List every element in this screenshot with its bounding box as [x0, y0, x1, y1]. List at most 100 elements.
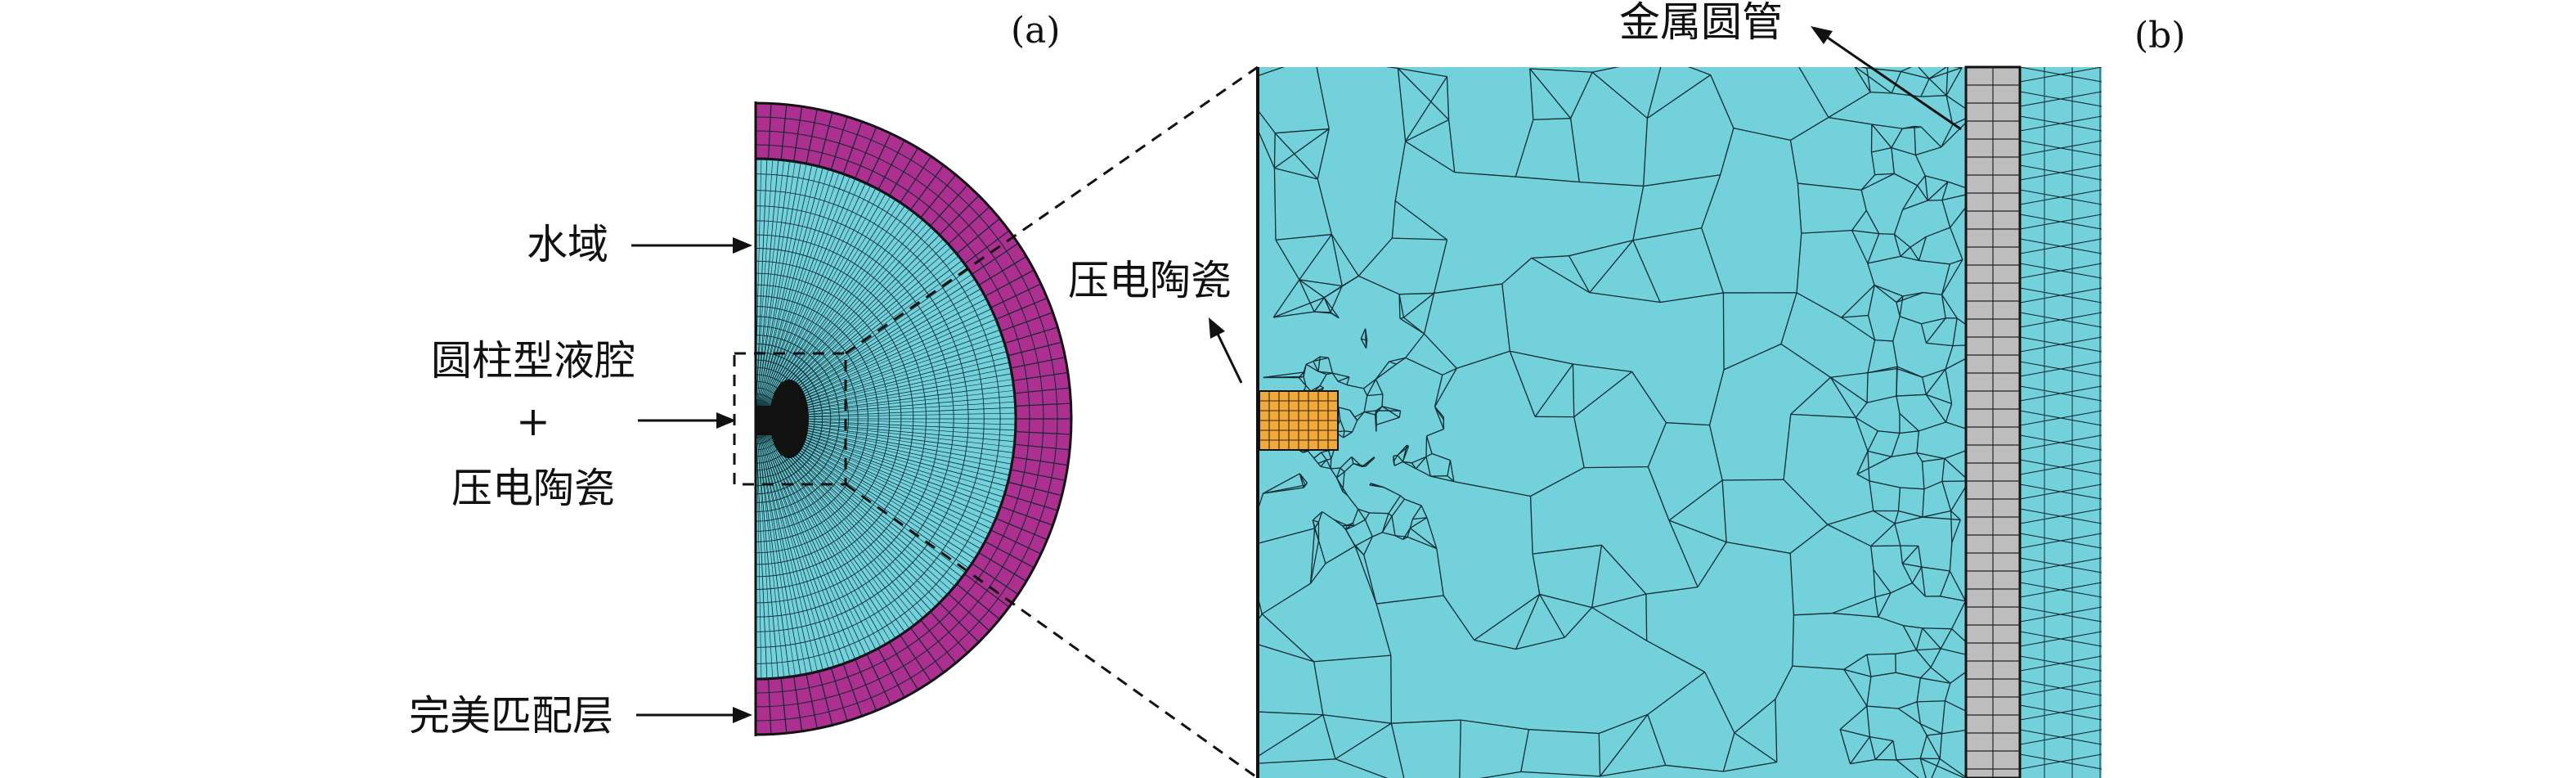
water-mesh-diagonal [788, 379, 1013, 414]
detail-mesh-edge [1901, 70, 1930, 79]
detail-mesh-edge [1860, 174, 1876, 191]
water-mesh-ray [756, 199, 896, 420]
detail-mesh-edge [1900, 545, 1903, 564]
detail-mesh-edge [1344, 430, 1353, 433]
metal-tube-label: 金属圆管 [1619, 0, 1783, 46]
detail-mesh-edge [1945, 95, 1966, 110]
detail-mesh-edge [1335, 477, 1349, 496]
detail-mesh-edge [1902, 563, 1922, 568]
detail-mesh-edge [1851, 230, 1869, 264]
panel-b-detail-view [1256, 50, 2102, 778]
detail-mesh-edge [2020, 483, 2102, 500]
detail-mesh-edge [1321, 452, 1327, 461]
detail-mesh-edge [1828, 92, 1871, 119]
detail-mesh-edge [1317, 178, 1333, 235]
detail-mesh-edge [2020, 753, 2102, 770]
detail-mesh-edge [1944, 682, 1951, 701]
detail-mesh-edge [1363, 411, 1376, 416]
water-mesh-diagonal [761, 451, 796, 677]
detail-mesh-edge [1327, 450, 1332, 460]
water-mesh-diagonal [786, 429, 999, 514]
detail-mesh-edge [1363, 379, 1376, 389]
detail-mesh-edge [1459, 720, 1461, 778]
detail-mesh-edge [1867, 366, 1898, 374]
detail-mesh-edge [1867, 450, 1892, 457]
detail-mesh-edge [1902, 126, 1922, 129]
detail-mesh-edge [1320, 465, 1331, 470]
detail-mesh-edge [1866, 372, 1869, 403]
detail-mesh-edge [1843, 654, 1868, 670]
detail-mesh-edge [1317, 463, 1322, 467]
water-mesh-diagonal [785, 431, 994, 524]
detail-mesh-edge [1945, 369, 1953, 404]
detail-mesh-edge [1723, 343, 1782, 371]
detail-mesh-edge [1589, 240, 1634, 294]
detail-mesh-edge [1275, 233, 1332, 241]
zoom-connector-bottom [845, 483, 1259, 778]
water-mesh-ray [756, 164, 813, 420]
water-mesh-diagonal [787, 425, 1008, 481]
detail-mesh-edge [1391, 498, 1405, 517]
detail-mesh-edge [1529, 68, 1593, 73]
water-mesh-ray [756, 418, 813, 673]
detail-mesh-edge [1898, 510, 1923, 518]
detail-mesh-edge [2020, 557, 2102, 573]
detail-mesh-edge [1398, 294, 1405, 318]
detail-mesh-edge [1704, 672, 1735, 734]
detail-mesh-edge [1775, 665, 1793, 699]
detail-mesh-edge [1424, 333, 1457, 369]
detail-mesh-edge [2020, 140, 2102, 156]
detail-mesh-edge [1632, 186, 1645, 241]
detail-mesh-edge [1855, 416, 1878, 432]
detail-mesh-edge [1412, 517, 1427, 520]
detail-mesh-edge [1509, 351, 1536, 417]
detail-mesh-edge [1307, 450, 1315, 459]
detail-mesh-edge [1701, 174, 1721, 228]
detail-mesh-edge [1335, 467, 1341, 479]
detail-mesh-edge [1789, 50, 1854, 65]
detail-mesh-edge [1927, 181, 1949, 201]
detail-mesh-edge [1939, 570, 1950, 597]
detail-mesh-edge [1340, 456, 1353, 469]
detail-mesh-edge [1897, 708, 1921, 725]
cavity-label-line2: 压电陶瓷 [451, 465, 615, 512]
water-mesh-diagonal [779, 238, 944, 396]
detail-mesh-edge [1945, 67, 1963, 97]
detail-mesh-edge [1263, 473, 1300, 494]
detail-mesh-edge [1433, 239, 1448, 294]
detail-mesh-edge [1306, 361, 1314, 365]
detail-mesh-edge [1797, 183, 1802, 234]
water-mesh-diagonal [775, 215, 919, 393]
detail-mesh-edge [1894, 523, 1901, 546]
water-mesh-diagonal [762, 166, 818, 388]
detail-mesh-edge [1896, 758, 1921, 761]
detail-mesh-edge [1830, 376, 1868, 403]
detail-mesh-edge [1854, 67, 1871, 92]
detail-mesh-edge [1317, 128, 1330, 179]
detail-mesh-edge [1950, 227, 1963, 260]
detail-mesh-edge [2020, 115, 2102, 132]
water-mesh-ray [756, 205, 905, 420]
detail-mesh-edge [1331, 449, 1335, 460]
detail-mesh-edge [1843, 668, 1868, 707]
detail-mesh-edge [1646, 640, 1706, 673]
detail-mesh-edge [1793, 612, 1833, 616]
detail-water-mesh-right [2020, 67, 2102, 778]
detail-mesh-edge [1915, 650, 1932, 668]
detail-mesh-edge [1397, 444, 1407, 456]
detail-mesh-edge [2020, 67, 2102, 83]
water-mesh-diagonal [782, 274, 972, 401]
detail-mesh-edge [1646, 67, 1662, 119]
detail-mesh-edge [1892, 316, 1901, 342]
detail-mesh-edge [1530, 467, 1585, 497]
detail-mesh-edge [1874, 596, 1879, 618]
detail-mesh-edge [1919, 259, 1950, 265]
water-mesh-ray [756, 418, 856, 659]
detail-mesh-edge [1792, 665, 1844, 670]
water-mesh-diagonal [762, 450, 807, 674]
water-mesh-ray [756, 182, 866, 420]
water-mesh-ray [756, 418, 835, 668]
water-mesh-diagonal [785, 432, 990, 534]
detail-mesh-edge [1871, 146, 1892, 153]
water-mesh-diagonal [764, 450, 818, 672]
